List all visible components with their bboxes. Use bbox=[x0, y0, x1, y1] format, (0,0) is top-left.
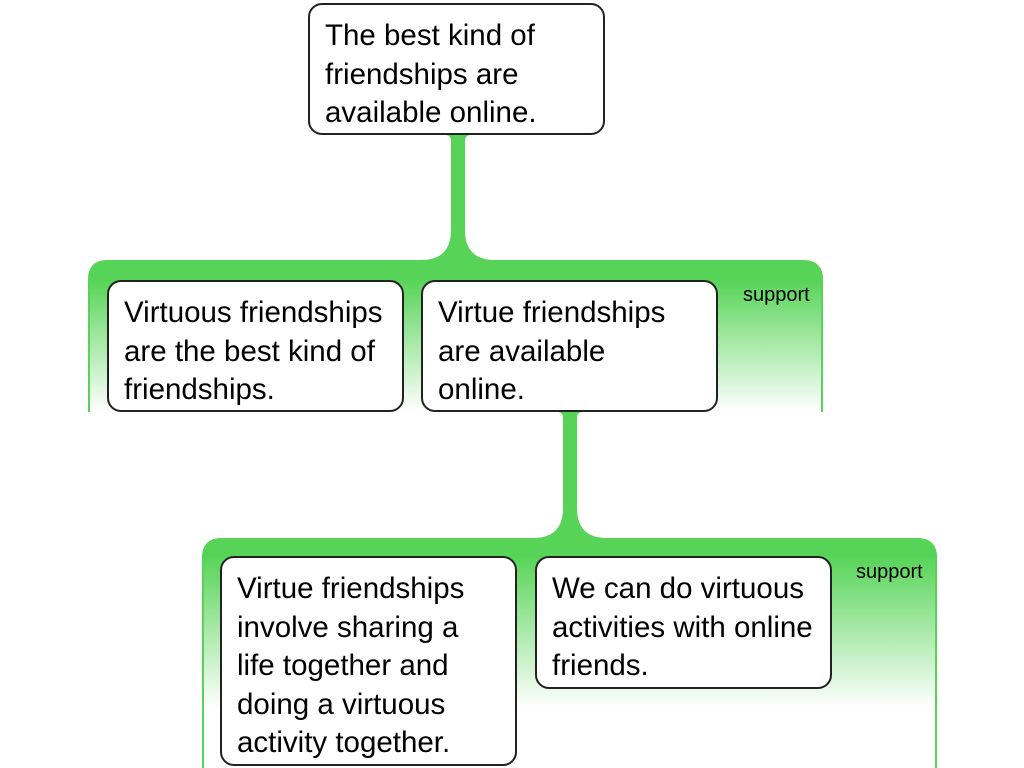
claim-text: The best kind of friendships are availab… bbox=[325, 19, 537, 129]
support-label: support bbox=[856, 561, 923, 583]
premise-box: Virtuous friendships are the best kind o… bbox=[107, 280, 404, 412]
premise-text: Virtue friendships involve sharing a lif… bbox=[237, 572, 465, 759]
premise-text: We can do virtuous activities with onlin… bbox=[552, 572, 813, 682]
premise-text: Virtue friendships are available online. bbox=[438, 296, 666, 406]
support-label: support bbox=[743, 284, 810, 306]
claim-box: The best kind of friendships are availab… bbox=[308, 3, 605, 135]
support-connector-stem bbox=[421, 133, 495, 264]
premise-box: We can do virtuous activities with onlin… bbox=[535, 556, 832, 689]
premise-text: Virtuous friendships are the best kind o… bbox=[124, 296, 383, 406]
support-connector-stem bbox=[533, 410, 607, 542]
premise-box: Virtue friendships involve sharing a lif… bbox=[220, 556, 517, 766]
premise-box: Virtue friendships are available online. bbox=[421, 280, 718, 412]
